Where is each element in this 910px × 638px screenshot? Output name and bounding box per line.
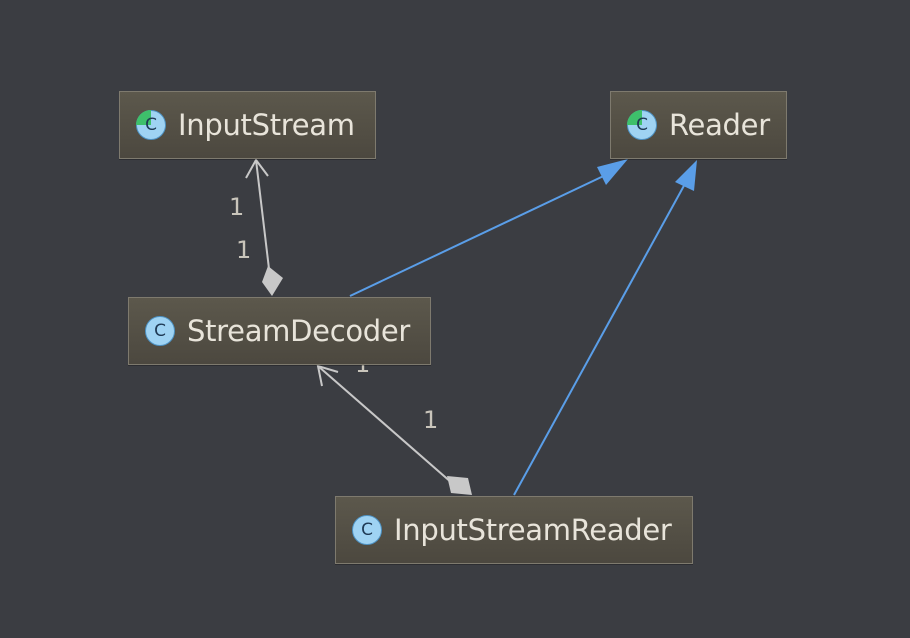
class-node-streamdecoder[interactable]: C StreamDecoder xyxy=(128,297,431,365)
class-node-inputstream[interactable]: C InputStream xyxy=(119,91,376,159)
class-node-reader[interactable]: C Reader xyxy=(610,91,787,159)
composition-diamond-streamdecoder xyxy=(262,266,283,296)
class-icon: C xyxy=(145,316,175,346)
class-name: InputStream xyxy=(178,108,355,142)
class-badge-letter: C xyxy=(154,320,166,341)
class-badge-letter: C xyxy=(145,114,157,135)
generalization-arrow-streamdecoder-reader xyxy=(597,159,628,185)
abstract-class-icon: C xyxy=(627,110,657,140)
multiplicity-label: 1 xyxy=(229,193,245,221)
class-name: Reader xyxy=(669,108,770,142)
edge-inputstreamreader-reader xyxy=(513,181,687,496)
class-badge-letter: C xyxy=(636,114,648,135)
class-badge-letter: C xyxy=(361,519,373,540)
open-arrow-inputstream xyxy=(245,158,269,179)
multiplicity-label: 1 xyxy=(423,406,439,434)
multiplicity-label: 1 xyxy=(236,236,252,264)
class-node-inputstreamreader[interactable]: C InputStreamReader xyxy=(335,496,693,564)
class-icon: C xyxy=(352,515,382,545)
abstract-class-icon: C xyxy=(136,110,166,140)
edge-streamdecoder-reader xyxy=(349,171,613,297)
generalization-arrow-inputstreamreader-reader xyxy=(675,160,697,191)
open-arrow-streamdecoder xyxy=(316,364,339,387)
composition-diamond-inputstreamreader xyxy=(447,476,472,495)
class-name: InputStreamReader xyxy=(394,513,672,547)
edge-inputstreamreader-streamdecoder xyxy=(317,365,461,491)
class-name: StreamDecoder xyxy=(187,314,411,348)
